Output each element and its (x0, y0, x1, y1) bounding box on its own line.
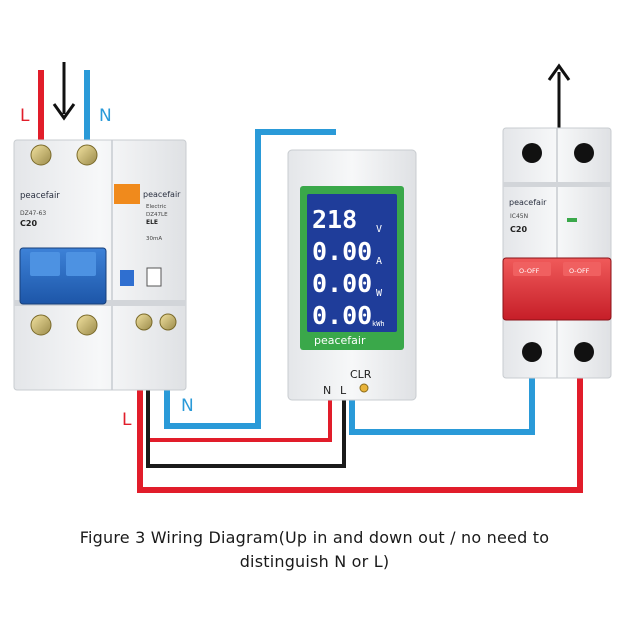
input-live-label: L (20, 106, 30, 126)
energy-meter: 218 V 0.00 A 0.00 W 0.00 kWh peacefair C… (287, 149, 417, 401)
rcd-current: 30mA (146, 236, 162, 242)
meter-terminal-n-label: N (323, 384, 331, 397)
wiring-diagram: L N L N peacefair DZ47-63 C20 peacefair … (13, 62, 612, 493)
screw-icon (76, 314, 98, 336)
meter-terminal-l-label: L (340, 384, 347, 397)
power-unit: W (376, 288, 383, 299)
meter-black-wire (146, 330, 346, 468)
rcd-brand: peacefair (143, 190, 181, 199)
left-breaker-brand: peacefair (20, 191, 60, 201)
screw-icon (135, 313, 153, 331)
right-breaker: peacefair IC45N C20 O-OFF O-OFF (502, 127, 612, 379)
output-live-label: L (122, 410, 132, 430)
right-breaker-off-right: O-OFF (569, 267, 590, 275)
left-breaker-assembly: peacefair DZ47-63 C20 peacefair Electric… (13, 139, 187, 391)
output-neutral-label: N (181, 396, 194, 416)
energy-reading: 0.00 (312, 301, 372, 330)
rcd-model: DZ47LE (146, 212, 168, 218)
left-breaker-model: DZ47-63 (20, 210, 46, 217)
current-reading: 0.00 (312, 237, 372, 266)
caption-line-2: distinguish N or L) (239, 552, 390, 571)
rcd-series: ELE (146, 219, 158, 226)
right-breaker-off-left: O-OFF (519, 267, 540, 275)
voltage-unit: V (376, 224, 382, 235)
left-breaker-rating: C20 (20, 219, 37, 228)
voltage-reading: 218 (312, 205, 357, 234)
live-wire-to-right-breaker (137, 330, 583, 493)
arrow-up-icon (547, 63, 571, 128)
arrow-down-icon (52, 62, 76, 121)
meter-brand: peacefair (314, 334, 366, 347)
meter-lcd (307, 194, 397, 332)
meter-to-right-breaker-neutral-wire (349, 360, 535, 435)
terminal-icon (574, 143, 594, 163)
terminal-icon (522, 143, 542, 163)
energy-unit: kWh (372, 320, 385, 328)
clr-button[interactable] (359, 383, 369, 393)
terminal-icon (574, 342, 594, 362)
screw-icon (30, 314, 52, 336)
rcd-test-button[interactable] (120, 270, 134, 286)
right-breaker-model: IC45N (510, 213, 528, 220)
rcd-type: Electric (146, 204, 166, 210)
screw-icon (159, 313, 177, 331)
right-breaker-brand: peacefair (509, 198, 547, 207)
caption-line-1: Figure 3 Wiring Diagram(Up in and down o… (79, 528, 550, 547)
screw-icon (76, 144, 98, 166)
power-reading: 0.00 (312, 269, 372, 298)
screw-icon (30, 144, 52, 166)
terminal-icon (522, 342, 542, 362)
input-neutral-label: N (99, 106, 112, 126)
right-breaker-rating: C20 (510, 225, 527, 234)
current-unit: A (376, 256, 382, 267)
clr-label: CLR (350, 368, 372, 381)
